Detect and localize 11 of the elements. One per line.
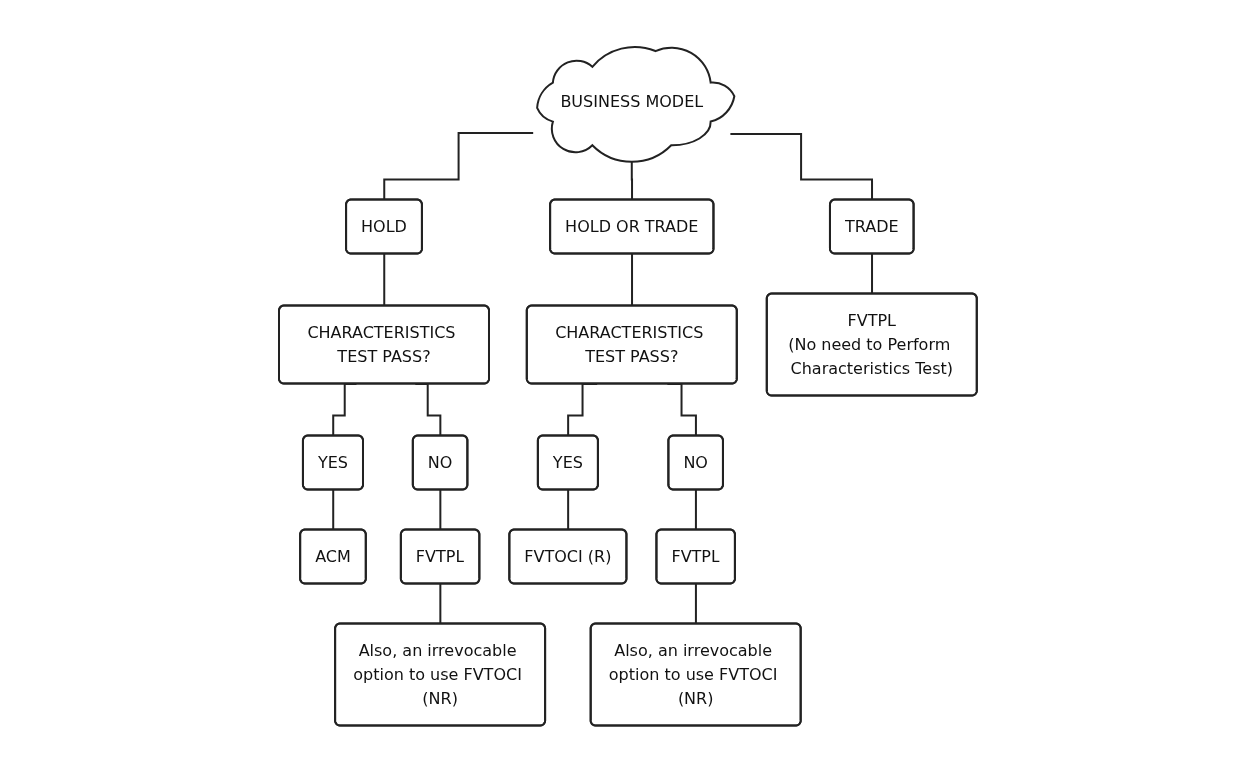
connector [438, 582, 442, 625]
connector [331, 488, 335, 531]
connector [382, 131, 534, 201]
connector [729, 132, 873, 201]
connector [630, 252, 633, 307]
connector [694, 582, 697, 625]
connector [694, 488, 697, 531]
connector [382, 252, 386, 307]
connector [438, 488, 442, 531]
connector [870, 252, 873, 295]
connector [566, 488, 569, 531]
